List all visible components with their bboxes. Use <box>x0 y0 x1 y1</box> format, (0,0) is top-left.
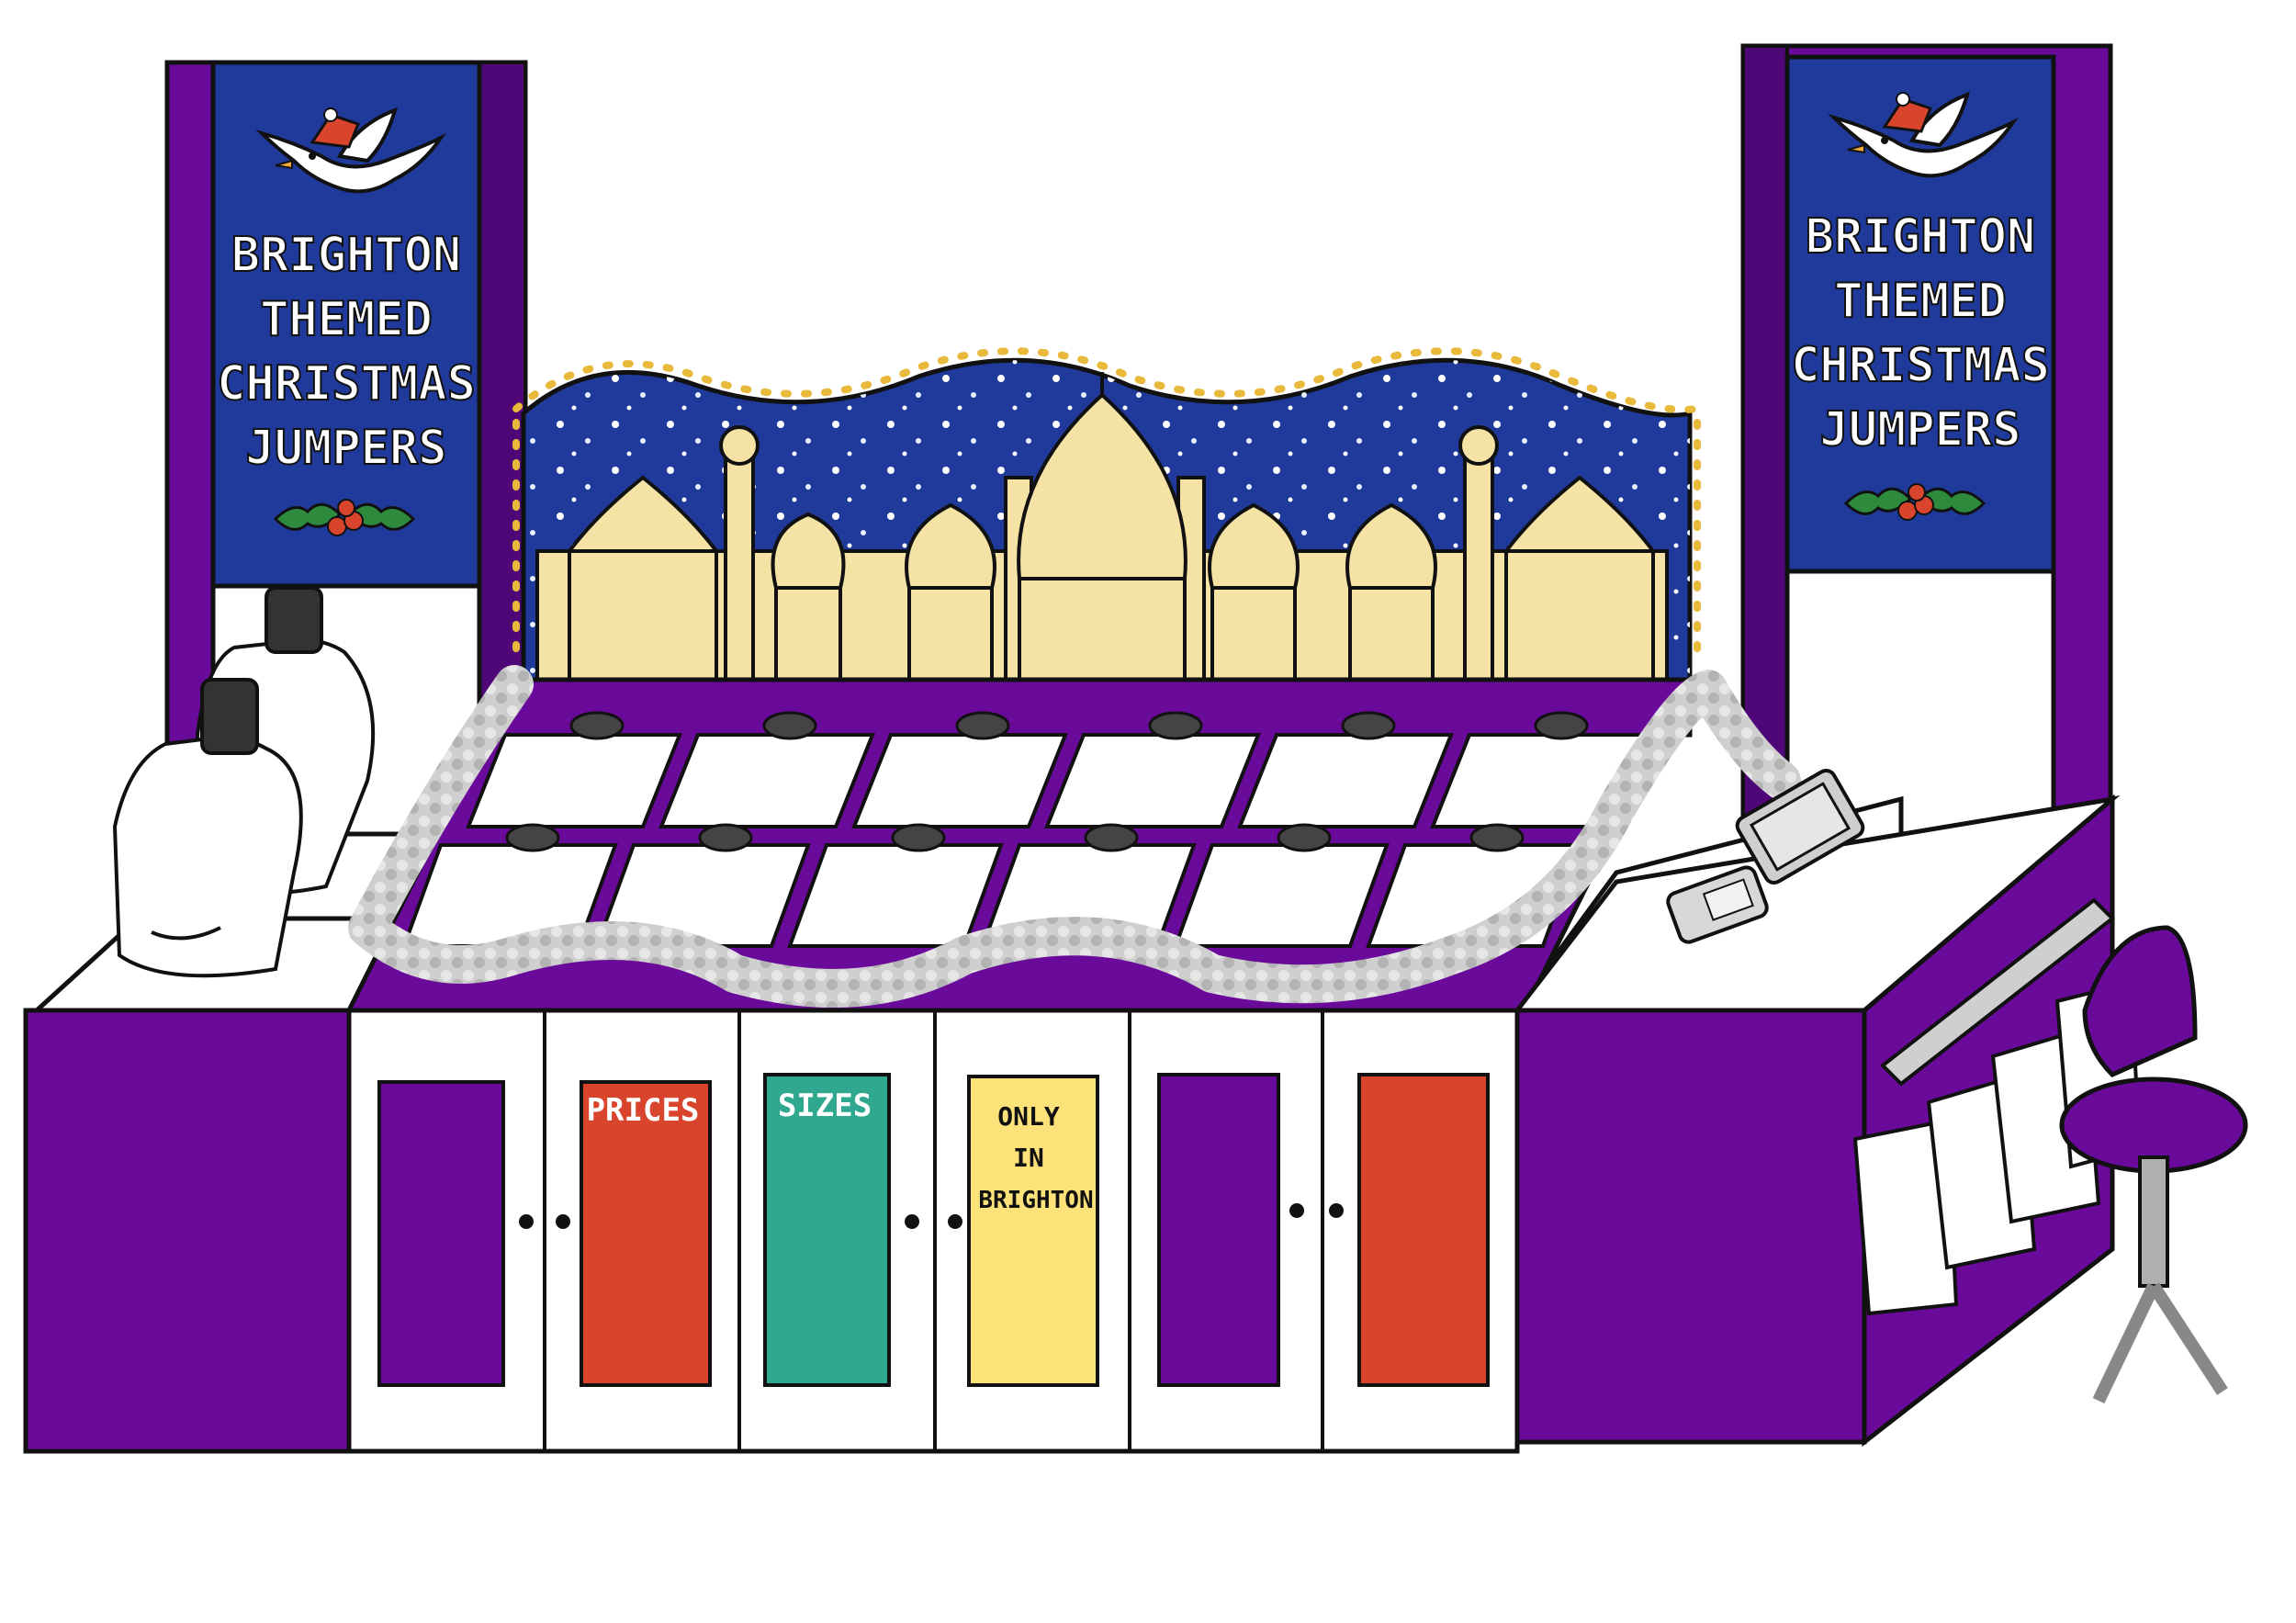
only-in-brighton-line: ONLY <box>997 1101 1060 1132</box>
panel-sizes <box>763 1073 891 1387</box>
only-in-brighton-line: BRIGHTON <box>978 1187 1093 1214</box>
banner-line: CHRISTMAS <box>217 356 476 411</box>
folded-jumpers <box>401 733 1647 948</box>
tinsel-garland <box>348 665 1801 1008</box>
banner-line: JUMPERS <box>1819 402 2020 457</box>
panel-purple <box>377 1080 505 1387</box>
right-tower <box>1740 43 2113 839</box>
panel-purple <box>1157 1073 1280 1387</box>
banner-line: BRIGHTON <box>1806 209 2035 265</box>
seagull-santa-hat-icon <box>255 107 446 194</box>
card-reader-icon <box>1666 865 1769 944</box>
holly-icon <box>273 499 416 536</box>
seagull-santa-hat-icon <box>1828 91 2019 178</box>
prices-label: PRICES <box>587 1092 700 1129</box>
banner-left-text: BRIGHTON THEMED CHRISTMAS JUMPERS <box>216 227 477 477</box>
door-knobs <box>519 1203 1344 1229</box>
panel-prices <box>580 1080 712 1387</box>
panel-only-in-brighton <box>967 1075 1099 1387</box>
counter-top <box>30 665 1904 1013</box>
banner-line: JUMPERS <box>245 421 446 476</box>
tablet-icon <box>1735 769 1865 885</box>
stool-icon <box>2059 925 2248 1404</box>
holly-icon <box>1843 483 1986 521</box>
banner-line: THEMED <box>1834 274 2007 329</box>
banner-line: THEMED <box>260 292 433 347</box>
sizes-label: SIZES <box>778 1088 872 1124</box>
banner-right-text: BRIGHTON THEMED CHRISTMAS JUMPERS <box>1790 209 2051 458</box>
banner-line: BRIGHTON <box>231 228 461 283</box>
panel-orange <box>1357 1073 1490 1387</box>
banner-line: CHRISTMAS <box>1791 338 2050 393</box>
only-in-brighton-line: IN <box>1013 1143 1044 1173</box>
pavilion-backdrop <box>512 347 1701 738</box>
mannequins <box>112 586 376 978</box>
